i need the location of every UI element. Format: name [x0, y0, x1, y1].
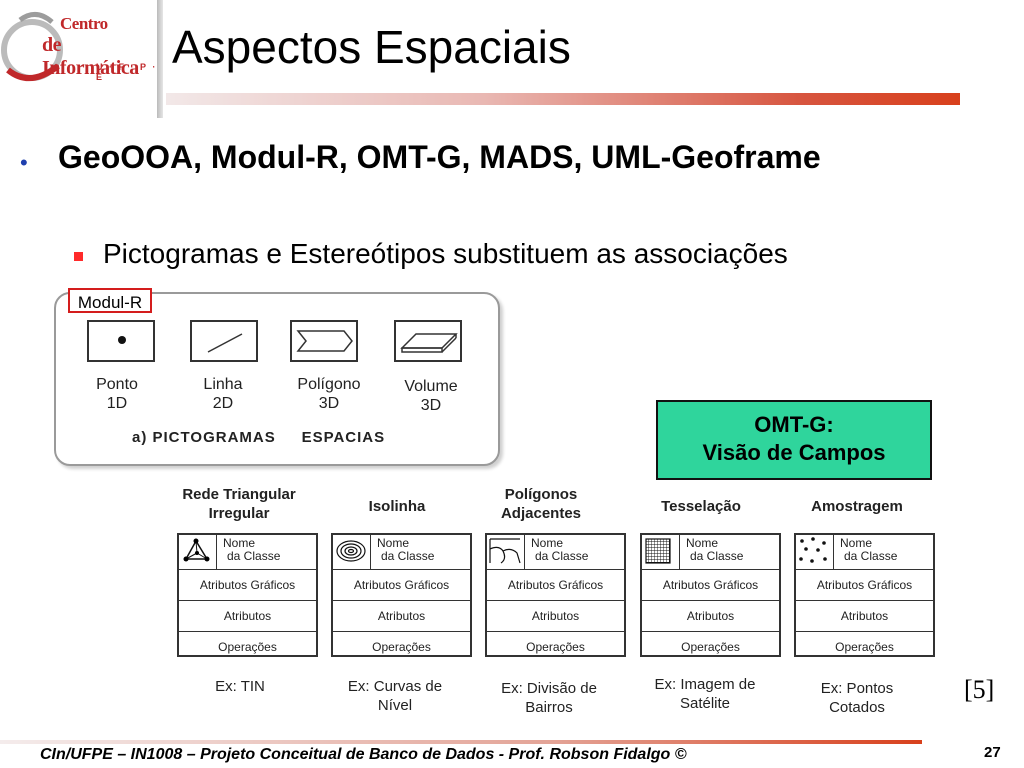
volume-icon: [394, 320, 462, 362]
page-number: 27: [984, 744, 1001, 761]
row-attributes: Atributos: [487, 601, 624, 632]
slide-title: Aspectos Espaciais: [172, 21, 571, 73]
title-underline-bar: [166, 93, 960, 105]
bullet-square-icon: [74, 252, 83, 261]
logo-text-ufpe: U · F · P · E: [96, 62, 158, 82]
col-title-amostragem: Amostragem: [811, 498, 903, 515]
triangle-network-icon: [179, 535, 217, 569]
row-operations: Operações: [218, 640, 277, 654]
row-graphic-attributes: Atributos Gráficos: [642, 570, 779, 601]
reference-marker: [5]: [964, 675, 995, 704]
modul-r-label: Modul-R: [68, 288, 152, 313]
logo-text-informatica: de Informática: [42, 34, 139, 79]
row-operations: Operações: [372, 640, 431, 654]
col-title-tesselacao: Tesselação: [661, 498, 741, 515]
title-vertical-bar: [157, 0, 163, 118]
row-attributes: Atributos: [642, 601, 779, 632]
logo-text-centro: Centro: [60, 14, 108, 33]
row-attributes: Atributos: [796, 601, 933, 632]
line-icon: [190, 320, 258, 362]
row-operations: Operações: [681, 640, 740, 654]
adjacent-polygons-icon: [487, 535, 525, 569]
grid-icon: [642, 535, 680, 569]
logo: Centro de Informática U · F · P · E: [0, 0, 160, 100]
pictograms-caption: a) PICTOGRAMAS ESPACIAS: [132, 429, 386, 446]
bullet-dot-icon: •: [20, 150, 28, 175]
omt-g-subtitle: Visão de Campos: [702, 440, 886, 465]
row-operations: Operações: [835, 640, 894, 654]
isoline-icon: [333, 535, 371, 569]
row-graphic-attributes: Atributos Gráficos: [796, 570, 933, 601]
sample-points-icon: [796, 535, 834, 569]
omt-g-title: OMT-G:: [754, 412, 834, 437]
row-attributes: Atributos: [179, 601, 316, 632]
row-graphic-attributes: Atributos Gráficos: [179, 570, 316, 601]
row-attributes: Atributos: [333, 601, 470, 632]
footer-divider: [0, 740, 922, 744]
row-graphic-attributes: Atributos Gráficos: [487, 570, 624, 601]
point-icon: [87, 320, 155, 362]
example-tin: Ex: TIN: [215, 678, 265, 695]
row-graphic-attributes: Atributos Gráficos: [333, 570, 470, 601]
col-title-isolinha: Isolinha: [368, 498, 426, 515]
footer-text: CIn/UFPE – IN1008 – Projeto Conceitual d…: [40, 746, 687, 763]
omt-g-box: OMT-G: Visão de Campos: [656, 400, 932, 480]
row-operations: Operações: [526, 640, 585, 654]
bullet-sub: Pictogramas e Estereótipos substituem as…: [103, 238, 788, 269]
logo-graphic: [1, 12, 63, 81]
bullet-main: GeoOOA, Modul-R, OMT-G, MADS, UML-Geofra…: [58, 139, 821, 175]
polygon-icon: [290, 320, 358, 362]
